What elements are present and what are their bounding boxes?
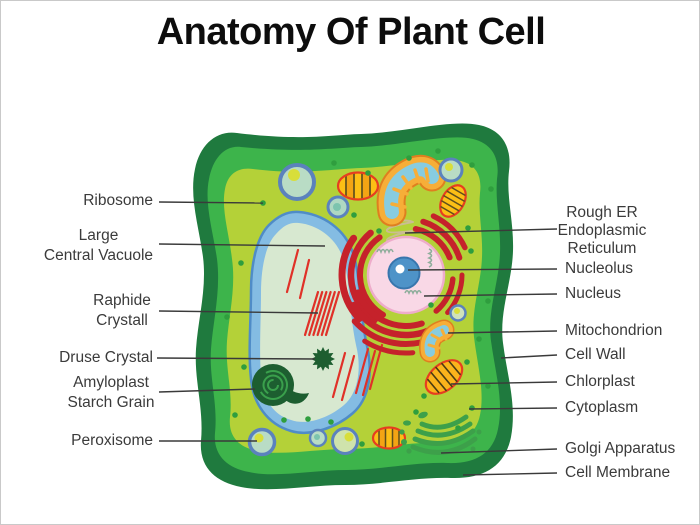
chloroplast-bottom [371,426,407,450]
connector-line [462,472,558,476]
vesicle [449,304,467,322]
amyloplast-starch-grain [252,364,309,406]
connector-line [440,448,558,454]
label-chloroplast: Chlorplast [565,373,635,390]
label-nucleolus: Nucleolus [565,260,634,277]
connector-line [158,310,319,314]
label-ribosome: Ribosome [83,192,153,209]
peroxisome [278,163,316,201]
connector-line [500,354,558,359]
rough-er [338,213,468,356]
connector-line [156,357,316,360]
label-cytoplasm: Cytoplasm [565,399,639,416]
connector-line [404,228,558,234]
nucleolus [387,256,421,290]
connector-line [468,407,558,410]
label-raphide-crystal: Raphide Crystall [93,292,151,329]
label-cell-wall: Cell Wall [565,346,626,363]
label-nucleus: Nucleus [565,285,621,302]
nucleolus-highlight [395,264,405,274]
chloroplast-main [424,359,464,395]
label-mitochondrion: Mitochondrion [565,322,663,339]
label-amyloplast: Amyloplast Starch Grain [67,374,155,411]
vesicle [326,195,350,219]
chloroplast-top-right [439,184,467,218]
connector-line [450,381,558,385]
mitochondrion-large [376,154,447,227]
peroxisome [247,427,277,457]
mitochondrion-small [419,319,455,363]
golgi-apparatus [399,411,482,455]
label-central-vacuole: Large Central Vacuole [43,227,154,264]
label-rough-er: Rough ER Endoplasmic Reticulum [557,204,647,257]
connector-line [447,330,558,334]
vesicle [331,427,359,455]
druse-crystal [311,347,335,371]
label-druse-crystal: Druse Crystal [59,349,153,366]
plant-cell-illustration [193,123,514,490]
connector-line [158,243,326,247]
label-peroxisome: Peroxisome [71,432,153,449]
connector-line [158,388,256,393]
vesicle [438,157,464,183]
nucleus [366,235,446,315]
label-golgi-apparatus: Golgi Apparatus [565,440,676,457]
chloroplast-top [336,171,380,201]
peroxisomes [247,157,467,457]
connector-line [407,268,558,271]
connector-lines [156,201,558,476]
vesicle [308,428,328,448]
page-title: Anatomy Of Plant Cell [156,11,546,53]
connector-line [423,293,558,297]
label-cell-membrane: Cell Membrane [565,464,671,481]
chromatin-squiggles [376,248,433,295]
connector-line [158,201,264,204]
ribosome-dots [224,148,494,447]
raphide-crystals [285,248,384,402]
